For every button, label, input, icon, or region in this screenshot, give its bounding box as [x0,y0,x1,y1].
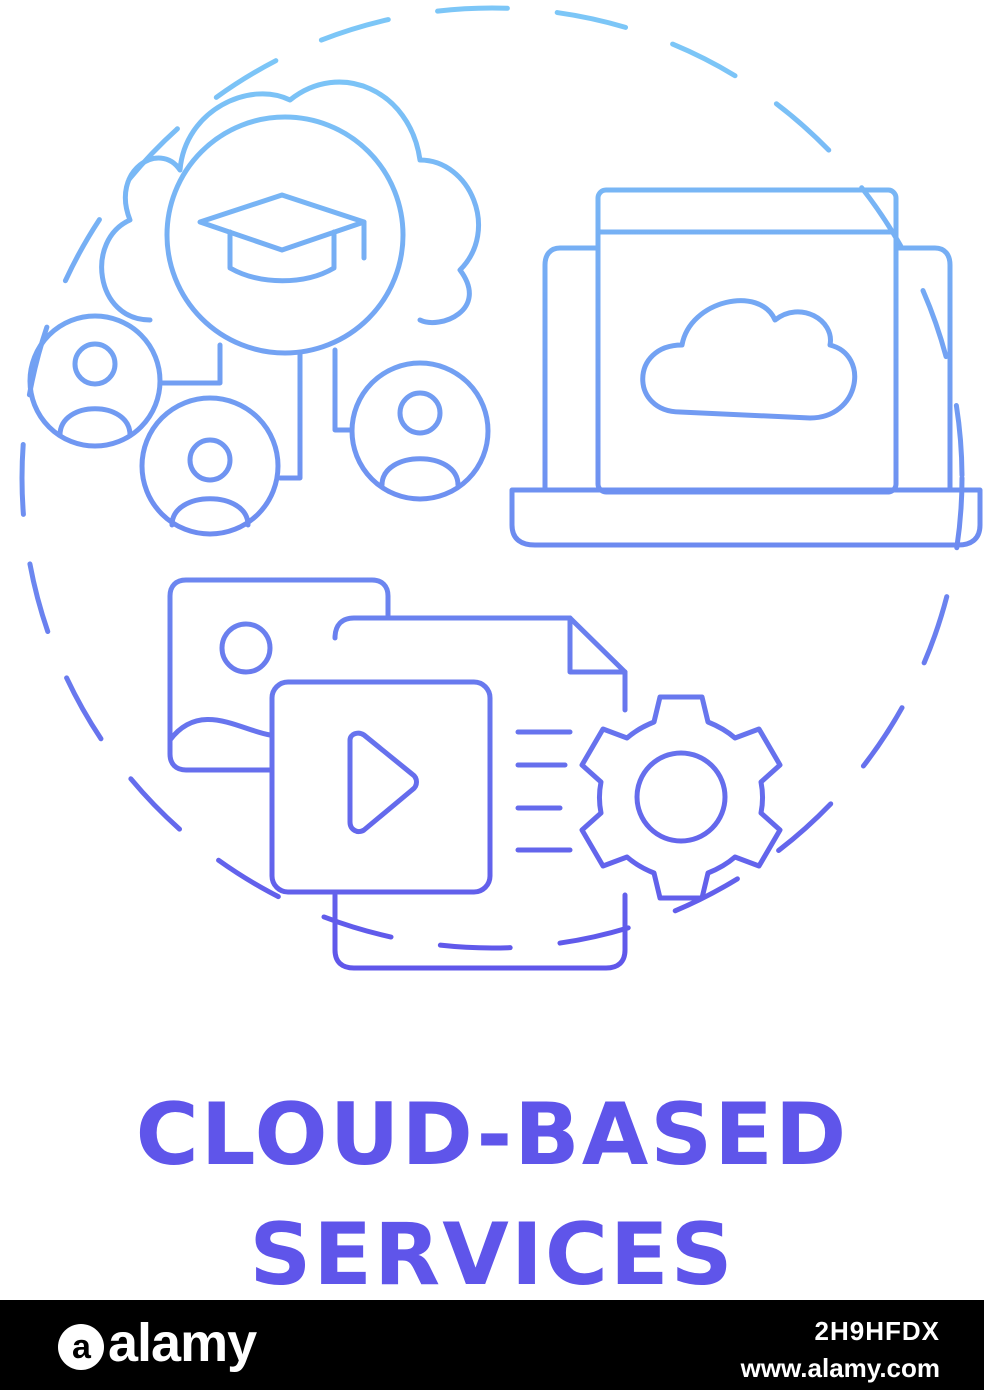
caption-title-line-1: CLOUD-BASED [135,1085,849,1185]
user-avatar-icon [27,313,163,449]
footer-url: www.alamy.com [740,1353,940,1383]
laptop-with-cloud-icon [509,187,983,548]
footer-info: 2H9HFDX www.alamy.com [741,1316,940,1384]
image-id: 2H9HFDX [814,1316,940,1346]
alamy-logo-text: alamy [108,1313,257,1373]
document-file-icon [332,615,628,971]
image-file-icon [167,577,391,773]
cloud-with-graduation-cap-icon [99,79,481,356]
caption-title-line-2: SERVICES [249,1205,735,1305]
user-avatar-icon [139,395,281,537]
dashed-circle-frame [19,5,965,951]
video-play-file-icon [269,679,493,895]
concept-illustration [19,5,983,971]
user-connectors [157,342,353,481]
user-avatar-icon [349,360,491,502]
alamy-logo-icon: a [58,1323,104,1370]
gear-icon [579,694,783,901]
